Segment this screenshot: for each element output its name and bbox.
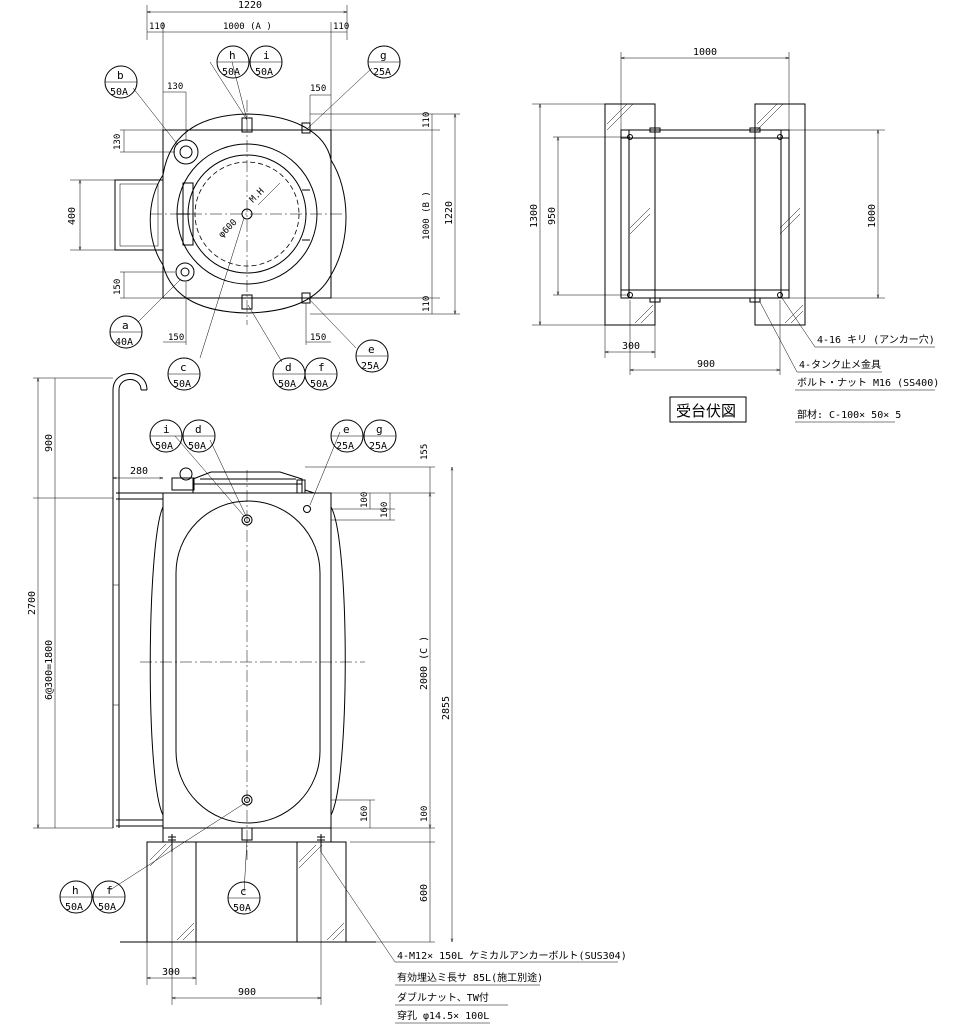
bubble-letter: i (163, 423, 170, 436)
dim-front-ladder-pitch: 6@300=1800 (44, 640, 55, 700)
dim-front-280: 280 (130, 466, 148, 477)
dim-base-1000-top: 1000 (693, 47, 717, 58)
bubble-letter: g (376, 423, 383, 436)
bubble-letter: b (117, 69, 124, 82)
bubble-letter: f (106, 884, 113, 897)
bubble-size: 40A (115, 337, 133, 348)
dim-top-width-a: 1000 (A ) (223, 22, 272, 32)
bubble-size: 50A (173, 379, 191, 390)
bubble-size: 25A (373, 67, 391, 78)
dim-base-950: 950 (547, 207, 558, 225)
dim-front-160-top: 160 (380, 502, 390, 518)
dim-top-left-margin: 110 (149, 22, 165, 32)
bubble-top-e: e 25A (355, 339, 389, 373)
bubble-letter: g (380, 49, 387, 62)
bubble-front-f: f 50A (92, 880, 126, 914)
bubble-size: 50A (98, 902, 116, 913)
dim-top-right-margin: 110 (333, 22, 349, 32)
bubble-size: 25A (361, 361, 379, 372)
bubble-front-e: e 25A (330, 419, 364, 453)
bubble-letter: a (122, 319, 129, 332)
bubble-size: 50A (310, 379, 328, 390)
anchor-note-2: 有効埋込ミ長サ 85L(施工別途) (397, 971, 543, 984)
dim-front-100-bottom: 100 (420, 806, 430, 822)
dim-base-1300: 1300 (529, 204, 540, 228)
bubble-top-h: h 50A (216, 45, 250, 79)
bubble-size: 25A (369, 441, 387, 452)
dim-front-160-bottom: 160 (360, 806, 370, 822)
base-note-bolt: ボルト・ナット M16 (SS400) (797, 377, 939, 389)
bubble-size: 50A (155, 441, 173, 452)
dim-front-900-base: 900 (238, 987, 256, 998)
bubble-top-b: b 50A (104, 65, 138, 99)
bubble-size: 25A (336, 441, 354, 452)
dim-top-130-vertical: 130 (113, 134, 123, 150)
dim-front-2700: 2700 (27, 591, 38, 615)
dim-top-width-b: 1000 (B ) (422, 191, 432, 240)
bubble-letter: i (263, 49, 270, 62)
dim-front-100-top: 100 (360, 492, 370, 508)
dim-base-1000-right: 1000 (867, 204, 878, 228)
bubble-letter: d (285, 361, 292, 374)
dim-top-400: 400 (67, 207, 78, 225)
dim-base-300: 300 (622, 341, 640, 352)
base-material-note: 部材: C-100× 50× 5 (797, 408, 901, 421)
base-note-anchor-holes: 4-16 キリ (アンカー穴) (817, 333, 935, 346)
bubble-size: 50A (255, 67, 273, 78)
dim-front-155: 155 (420, 444, 430, 460)
dim-front-600: 600 (419, 884, 430, 902)
dim-top-130-horizontal: 130 (167, 82, 183, 92)
anchor-note-1: 4-M12× 150L ケミカルアンカーボルト(SUS304) (397, 950, 627, 962)
dim-top-150-left: 150 (113, 279, 123, 295)
bubble-front-g: g 25A (363, 419, 397, 453)
bubble-size: 50A (110, 87, 128, 98)
base-note-stopper: 4-タンク止メ金具 (799, 358, 881, 371)
bubble-letter: e (368, 343, 375, 356)
dim-top-bottom-margin: 110 (422, 296, 432, 312)
bubble-top-a: a 40A (109, 315, 143, 349)
bubble-front-i: i 50A (149, 419, 183, 453)
bubble-top-f: f 50A (304, 357, 338, 391)
dim-top-150: 150 (310, 84, 326, 94)
bubble-letter: e (343, 423, 350, 436)
bubble-size: 50A (278, 379, 296, 390)
bubble-letter: f (318, 361, 325, 374)
bubble-top-g: g 25A (367, 45, 401, 79)
dim-top-150-bottom-left: 150 (168, 333, 184, 343)
bubble-size: 50A (233, 903, 251, 914)
top-view: 1220 110 1000 (A ) 110 110 1000 (B ) 122… (67, 0, 460, 391)
bubble-size: 50A (222, 67, 240, 78)
bubble-top-c: c 50A (167, 357, 201, 391)
bubble-letter: c (180, 361, 187, 374)
bubble-size: 50A (188, 441, 206, 452)
label-manhole-diameter: φ600 (217, 218, 239, 240)
bubble-front-d: d 50A (182, 419, 216, 453)
dim-top-150-bottom-right: 150 (310, 333, 326, 343)
bubble-front-c: c 50A (227, 881, 261, 915)
base-plan-title: 受台伏図 (676, 402, 736, 420)
bubble-letter: d (195, 423, 202, 436)
base-plan-view: 1000 1300 950 1000 300 900 4-16 キリ (アンカー… (529, 47, 939, 423)
bubble-front-h: h 50A (59, 880, 93, 914)
bubble-letter: c (240, 885, 247, 898)
dim-front-height-c: 2000 (C ) (419, 636, 430, 690)
front-view: 900 2700 6@300=1800 280 155 100 160 2000… (27, 373, 627, 1024)
dim-top-overall-width: 1220 (238, 0, 262, 11)
dim-front-900: 900 (44, 434, 55, 452)
dim-top-overall-height: 1220 (444, 201, 455, 225)
label-manhole: M.H (248, 187, 267, 206)
bubble-top-d: d 50A (272, 357, 306, 391)
dim-base-900: 900 (697, 359, 715, 370)
dim-front-2855: 2855 (441, 696, 452, 720)
bubble-top-i: i 50A (249, 45, 283, 79)
bubble-letter: h (229, 49, 236, 62)
bubble-letter: h (72, 884, 79, 897)
bubble-size: 50A (65, 902, 83, 913)
anchor-note-3: ダブルナット、TW付 (397, 991, 489, 1004)
dim-top-top-margin: 110 (422, 112, 432, 128)
anchor-note-4: 穿孔 φ14.5× 100L (397, 1009, 489, 1022)
dim-front-300: 300 (162, 967, 180, 978)
